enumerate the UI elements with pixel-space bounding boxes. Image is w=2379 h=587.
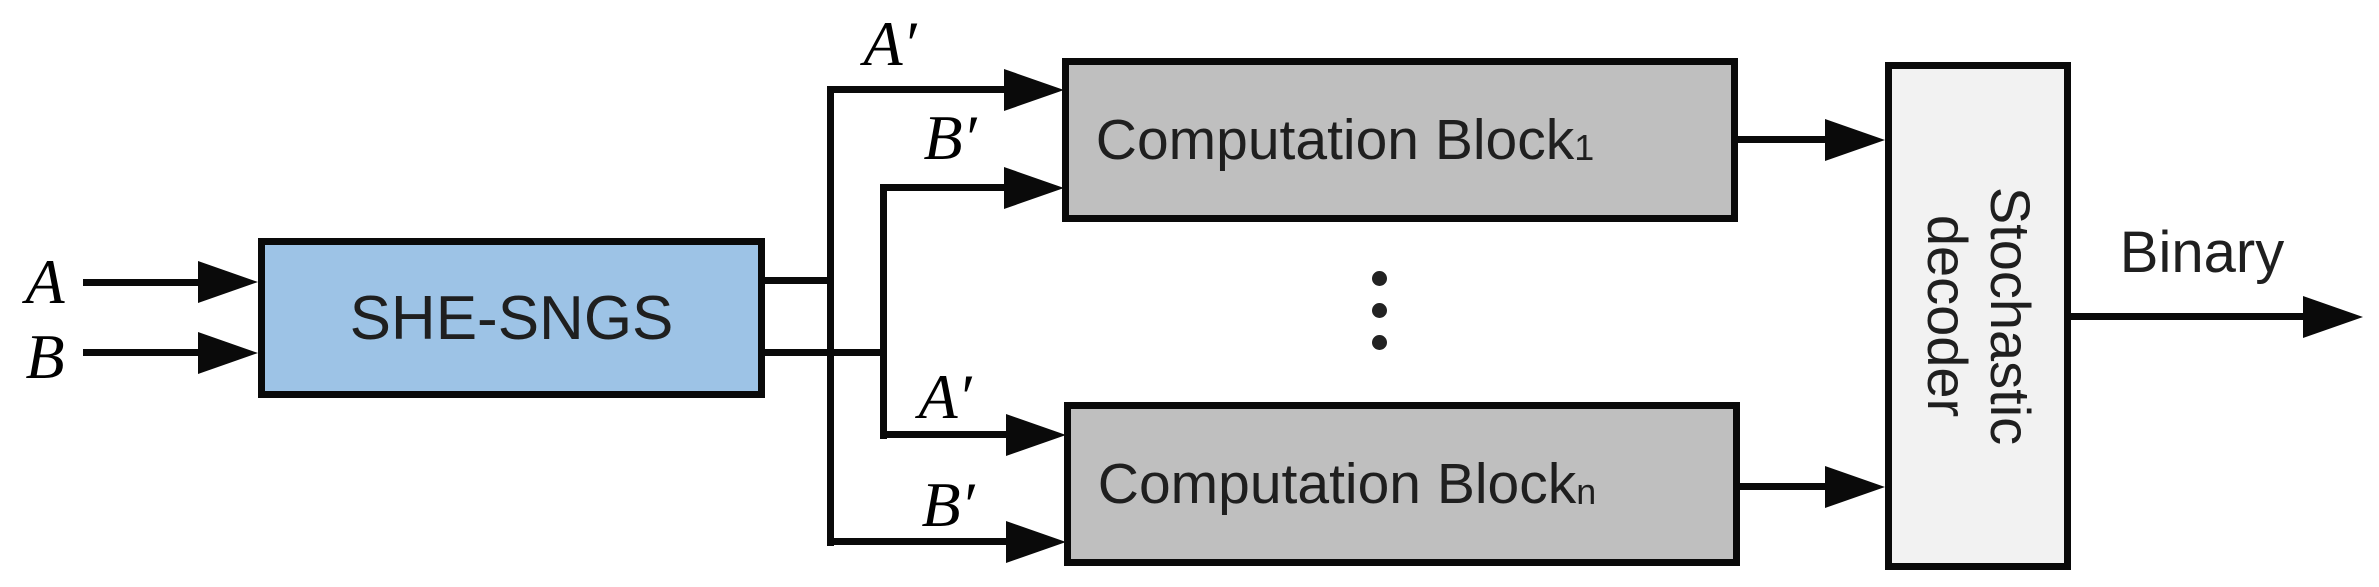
stochastic-decoder-label-line1: Stochastic — [1978, 186, 2042, 446]
wire-binary-out — [2071, 313, 2305, 320]
input-label-b: B — [25, 321, 65, 392]
wire-input-a — [83, 279, 203, 286]
arrowhead-a-bottom — [1006, 414, 1066, 456]
wire-b-bottom — [827, 538, 1014, 545]
computation-block-n-subscript: n — [1576, 470, 1597, 512]
arrowhead-binary-out — [2303, 296, 2363, 338]
computation-block-n-label: Computation Block — [1097, 452, 1577, 516]
wire-label-a-top: A′ — [863, 8, 917, 79]
she-sngs-box: SHE-SNGS — [258, 238, 765, 398]
input-label-a: A — [25, 246, 65, 317]
wire-trunk-2 — [880, 184, 887, 439]
arrowhead-blockn-out — [1825, 466, 1885, 508]
ellipsis-dot — [1372, 335, 1387, 350]
ellipsis-dot — [1372, 271, 1387, 286]
arrowhead-a-top — [1004, 69, 1064, 111]
wire-a-top — [827, 86, 1012, 93]
wire-trunk-1 — [827, 86, 834, 546]
computation-block-1-label: Computation Block — [1095, 108, 1575, 172]
wire-sngs-out-1 — [765, 277, 834, 284]
wire-block1-out — [1738, 136, 1830, 143]
stochastic-decoder-label: Stochastic decoder — [1885, 62, 2071, 570]
output-label-binary: Binary — [2119, 219, 2285, 285]
wire-blockn-out — [1740, 483, 1830, 490]
arrowhead-b-top — [1004, 167, 1064, 209]
arrowhead-input-a — [198, 261, 258, 303]
stochastic-decoder-box — [1885, 62, 2071, 570]
arrowhead-b-bottom — [1006, 521, 1066, 563]
wire-input-b — [83, 349, 203, 356]
vertical-ellipsis-icon — [1372, 271, 1387, 350]
wire-label-b-bottom: B′ — [921, 469, 975, 540]
she-sngs-label: SHE-SNGS — [349, 283, 674, 353]
arrowhead-block1-out — [1825, 119, 1885, 161]
stochastic-decoder-label-line2: decoder — [1916, 214, 1979, 418]
wire-b-top — [880, 184, 1012, 191]
wire-label-a-bottom: A′ — [918, 361, 972, 432]
wire-label-b-top: B′ — [923, 102, 977, 173]
ellipsis-dot — [1372, 303, 1387, 318]
computation-block-1-subscript: 1 — [1574, 126, 1595, 168]
wire-sngs-out-2 — [765, 349, 887, 356]
arrowhead-input-b — [198, 332, 258, 374]
wire-a-bottom — [880, 431, 1014, 438]
